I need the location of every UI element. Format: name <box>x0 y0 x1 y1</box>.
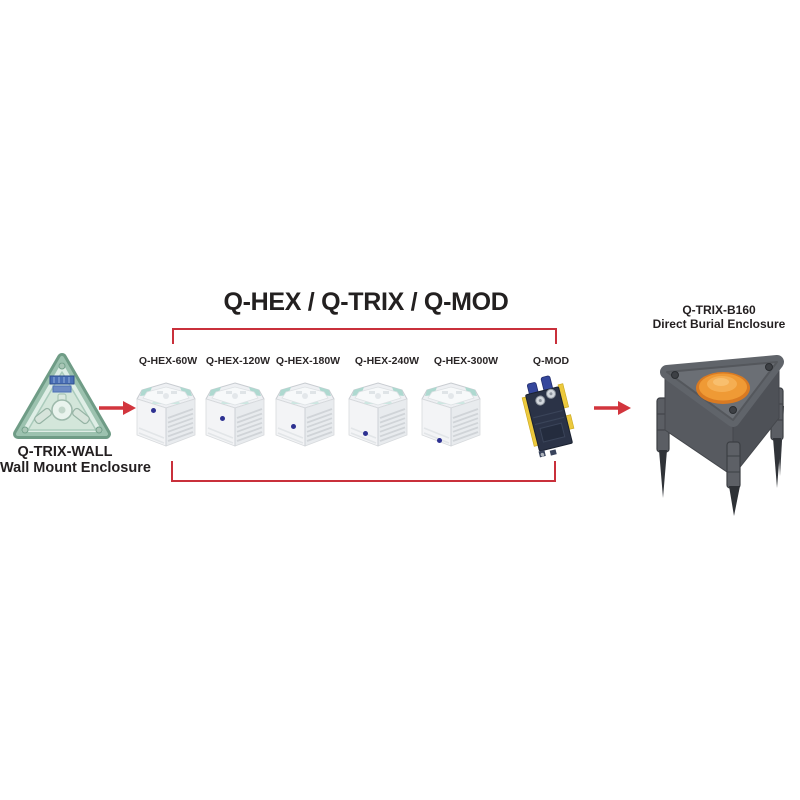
qhex-60w-illustration <box>135 382 197 448</box>
qtrix-b160-name: Q-TRIX-B160 <box>682 303 756 317</box>
indicator-led <box>151 408 156 413</box>
qtrix-wall-description: Wall Mount Enclosure <box>0 460 151 476</box>
indicator-led <box>437 438 442 443</box>
arrow-right-icon <box>592 398 632 418</box>
qhex-120w-illustration <box>204 382 266 448</box>
qhex-240w-illustration <box>347 382 409 448</box>
product-label-qhex-60w: Q-HEX-60W <box>138 355 198 367</box>
indicator-led <box>291 424 296 429</box>
group-bracket-top <box>172 328 557 344</box>
qtrix-wall-illustration <box>10 350 114 442</box>
diagram-title: Q-HEX / Q-TRIX / Q-MOD <box>223 288 509 316</box>
product-label-qhex-300w: Q-HEX-300W <box>433 355 499 367</box>
product-label-qhex-240w: Q-HEX-240W <box>354 355 420 367</box>
product-label-qhex-180w: Q-HEX-180W <box>275 355 341 367</box>
qtrix-wall-name: Q-TRIX-WALL <box>17 444 113 460</box>
group-bracket-bottom <box>171 461 556 482</box>
qtrix-b160-description: Direct Burial Enclosure <box>652 317 786 331</box>
arrow-right-icon <box>97 398 137 418</box>
product-label-qmod: Q-MOD <box>532 355 570 367</box>
qhex-180w-illustration <box>274 382 336 448</box>
product-label-qhex-120w: Q-HEX-120W <box>205 355 271 367</box>
indicator-led <box>220 416 225 421</box>
qtrix-b160-illustration <box>645 346 795 516</box>
indicator-led <box>363 431 368 436</box>
qmod-illustration <box>518 374 580 460</box>
qhex-300w-illustration <box>420 382 482 448</box>
